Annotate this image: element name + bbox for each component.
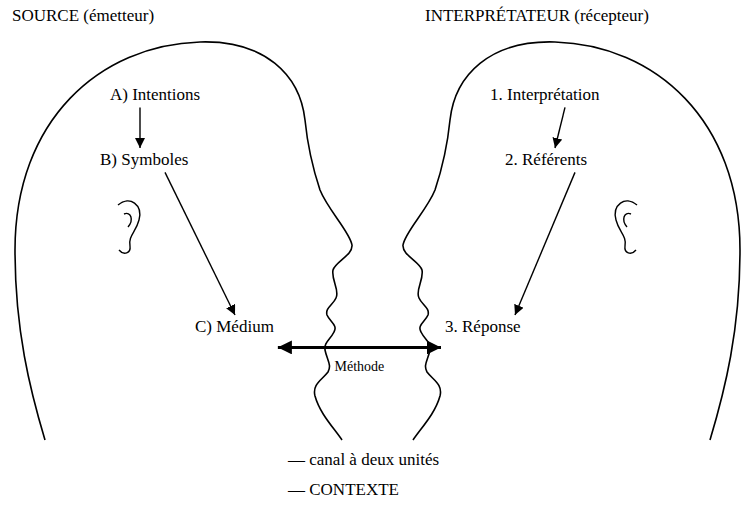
head-title: INTERPRÉTATEUR (récepteur) <box>425 6 649 26</box>
head-outline <box>371 0 742 506</box>
step-text: 1. Interprétation <box>486 83 604 107</box>
step-label: 1. Interprétation <box>490 85 600 105</box>
step-label: A) Intentions <box>110 85 200 105</box>
head-silhouette: SOURCE (émetteur) A) Intentions B) Symbole… <box>0 0 371 506</box>
head-outline <box>0 0 371 506</box>
head-silhouette: INTERPRÉTATEUR (récepteur) 1. Interprétat… <box>371 0 742 506</box>
ear-symbol <box>118 201 140 253</box>
step-text: B) Symboles <box>96 148 192 172</box>
step-label: 3. Réponse <box>445 317 521 337</box>
step-label: 2. Référents <box>505 150 587 170</box>
head-profile <box>403 42 740 440</box>
ear-symbol <box>615 201 637 253</box>
legend-note: — canal à deux unités <box>288 450 439 470</box>
flow-arrow <box>165 172 235 315</box>
edge-label: Méthode <box>333 359 387 376</box>
legend-note: — CONTEXTE <box>288 480 399 500</box>
head-title: SOURCE (émetteur) <box>12 6 154 26</box>
flow-arrow <box>278 346 441 349</box>
step-text: 2. Référents <box>501 148 591 172</box>
head-profile <box>15 42 352 440</box>
step-label: C) Médium <box>195 317 274 337</box>
step-text: C) Médium <box>191 315 278 351</box>
flow-arrow <box>139 107 140 148</box>
flow-arrow <box>515 172 575 315</box>
step-text: 3. Réponse <box>441 315 525 351</box>
step-text: A) Intentions <box>106 83 204 107</box>
flow-arrow <box>555 107 565 148</box>
step-label: B) Symboles <box>100 150 188 170</box>
